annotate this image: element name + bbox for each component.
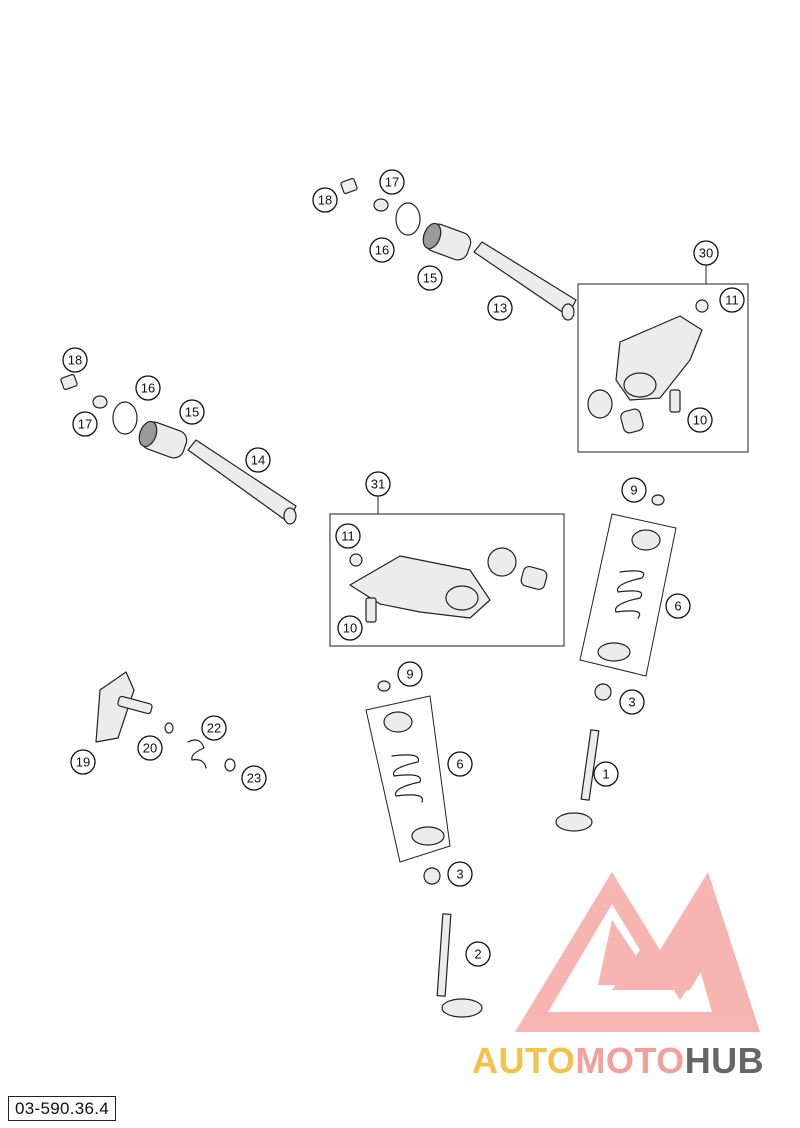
- callout-3a: 3: [619, 689, 645, 715]
- svg-text:22: 22: [207, 721, 221, 736]
- callout-3b: 3: [447, 861, 473, 887]
- upper-shaft-assembly: [340, 177, 577, 321]
- callout-6a: 6: [665, 593, 691, 619]
- callout-15a: 15: [417, 265, 443, 291]
- svg-text:16: 16: [375, 243, 389, 258]
- svg-text:9: 9: [630, 483, 637, 498]
- svg-text:18: 18: [318, 193, 332, 208]
- callout-30: 30: [693, 240, 719, 266]
- svg-text:20: 20: [143, 741, 157, 756]
- callout-9a: 9: [621, 477, 647, 503]
- lower-shaft-assembly: [60, 373, 297, 525]
- callout-2: 2: [465, 941, 491, 967]
- callout-23: 23: [241, 765, 267, 791]
- callout-17a: 17: [379, 169, 405, 195]
- svg-text:10: 10: [693, 413, 707, 428]
- callout-11b: 11: [335, 523, 361, 549]
- watermark-part-3: HUB: [684, 1040, 765, 1081]
- callout-10b: 10: [337, 615, 363, 641]
- svg-text:18: 18: [68, 353, 82, 368]
- svg-text:13: 13: [493, 301, 507, 316]
- svg-text:15: 15: [185, 405, 199, 420]
- callout-19: 19: [70, 749, 96, 775]
- callout-1: 1: [593, 761, 619, 787]
- callout-9b: 9: [397, 661, 423, 687]
- watermark-brand-text: AUTOMOTOHUB: [472, 1040, 764, 1082]
- watermark-part-1: AUTO: [472, 1040, 576, 1081]
- callout-20: 20: [137, 735, 163, 761]
- diagram-id-label: 03-590.36.4: [8, 1096, 117, 1121]
- callout-11a: 11: [719, 287, 745, 313]
- callout-22: 22: [201, 715, 227, 741]
- svg-text:1: 1: [602, 767, 609, 782]
- valve-spring-assembly-left: [365, 680, 483, 1018]
- svg-text:30: 30: [699, 246, 713, 261]
- svg-text:23: 23: [247, 771, 261, 786]
- callout-16a: 16: [369, 237, 395, 263]
- svg-text:3: 3: [628, 695, 635, 710]
- svg-text:10: 10: [343, 621, 357, 636]
- rocker-arm-assembly-30: [577, 265, 749, 453]
- svg-text:11: 11: [341, 529, 355, 544]
- callout-14: 14: [245, 447, 271, 473]
- callout-17b: 17: [72, 411, 98, 437]
- callout-16b: 16: [135, 375, 161, 401]
- decompressor-assembly: [95, 671, 236, 772]
- callout-10a: 10: [687, 407, 713, 433]
- callout-18a: 18: [312, 187, 338, 213]
- svg-text:17: 17: [385, 175, 399, 190]
- callout-18b: 18: [62, 347, 88, 373]
- svg-text:16: 16: [141, 381, 155, 396]
- svg-text:2: 2: [474, 947, 481, 962]
- svg-text:15: 15: [423, 271, 437, 286]
- watermark-part-2: MOTO: [575, 1040, 685, 1081]
- rocker-arm-assembly-31: [329, 496, 565, 647]
- valve-spring-assembly-right: [555, 494, 677, 832]
- callout-6b: 6: [447, 751, 473, 777]
- svg-text:19: 19: [76, 755, 90, 770]
- callout-31: 31: [365, 471, 391, 497]
- svg-text:9: 9: [406, 667, 413, 682]
- callout-15b: 15: [179, 399, 205, 425]
- svg-text:14: 14: [251, 453, 265, 468]
- svg-text:6: 6: [674, 599, 681, 614]
- callout-13: 13: [487, 295, 513, 321]
- triangle-m-logo-icon: [515, 872, 760, 1032]
- svg-text:11: 11: [725, 293, 739, 308]
- svg-text:17: 17: [78, 417, 92, 432]
- svg-text:6: 6: [456, 757, 463, 772]
- svg-text:31: 31: [371, 477, 385, 492]
- svg-text:3: 3: [456, 867, 463, 882]
